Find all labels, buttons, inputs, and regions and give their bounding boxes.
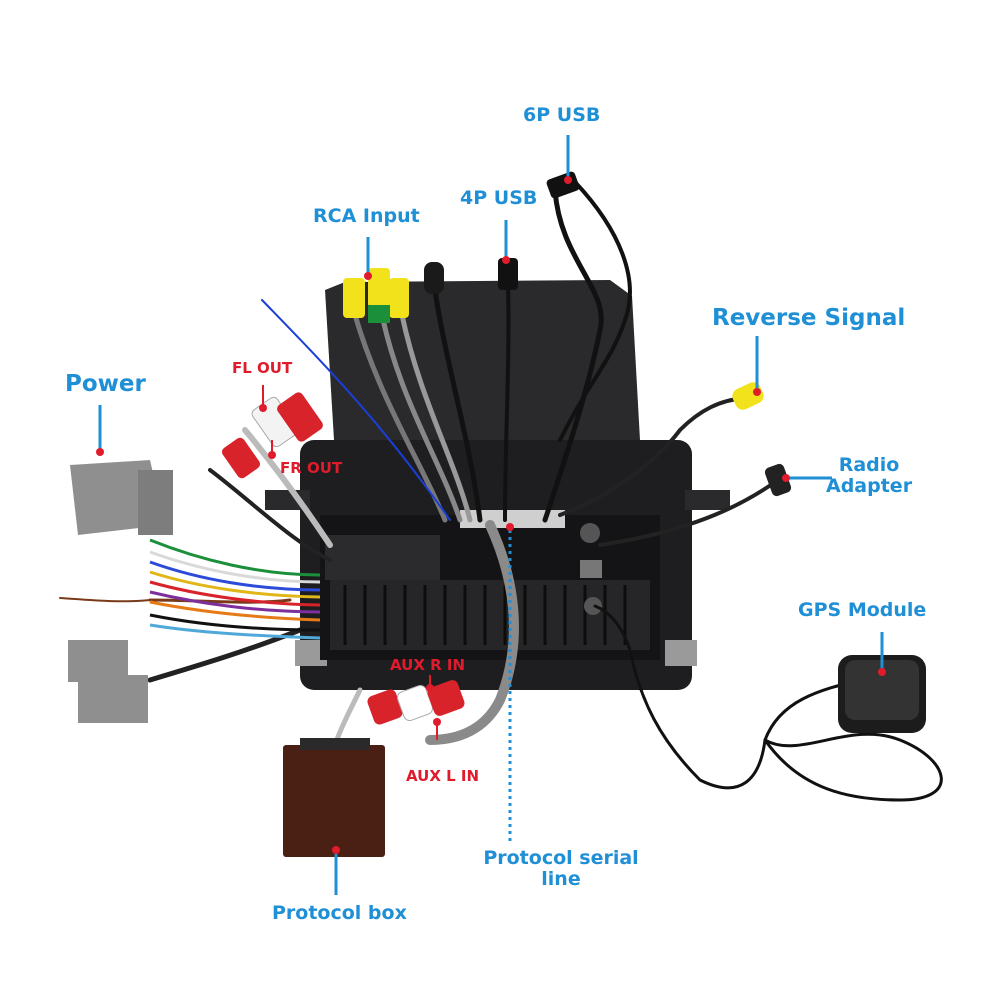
label-fl-out: FL OUT [232, 359, 293, 377]
label-reverse-signal: Reverse Signal [712, 305, 906, 331]
label-protocol-serial-line1: Protocol serial [483, 847, 639, 869]
gps-module [838, 655, 926, 733]
label-fr-out: FR OUT [280, 459, 343, 477]
label-power: Power [65, 371, 146, 397]
lower-harness-connectors [68, 640, 148, 723]
aux-plug [424, 262, 444, 294]
label-aux-l-in: AUX L IN [406, 767, 480, 785]
label-6p-usb: 6P USB [523, 104, 601, 126]
label-4p-usb: 4P USB [460, 187, 538, 209]
label-radio-adapter-line1: Radio [838, 454, 900, 476]
rca-input-plugs [343, 268, 409, 323]
label-aux-r-in: AUX R IN [390, 656, 466, 674]
aux-in-rca-plugs [367, 680, 465, 725]
label-radio-adapter: Radio Adapter [826, 455, 912, 497]
label-protocol-serial-line2: line [541, 867, 581, 890]
label-radio-adapter-line2: Adapter [826, 474, 913, 497]
protocol-box [283, 745, 385, 857]
radio-adapter-plug [764, 463, 792, 497]
usb-4p-plug [498, 258, 518, 290]
usb-6p-plug [546, 171, 580, 199]
label-rca-input: RCA Input [313, 205, 420, 227]
label-protocol-serial-line: Protocol serial line [471, 848, 651, 890]
reverse-rca-plug [732, 382, 764, 410]
label-protocol-box: Protocol box [272, 902, 407, 924]
power-harness-connector [70, 460, 173, 535]
label-gps-module: GPS Module [798, 599, 927, 621]
